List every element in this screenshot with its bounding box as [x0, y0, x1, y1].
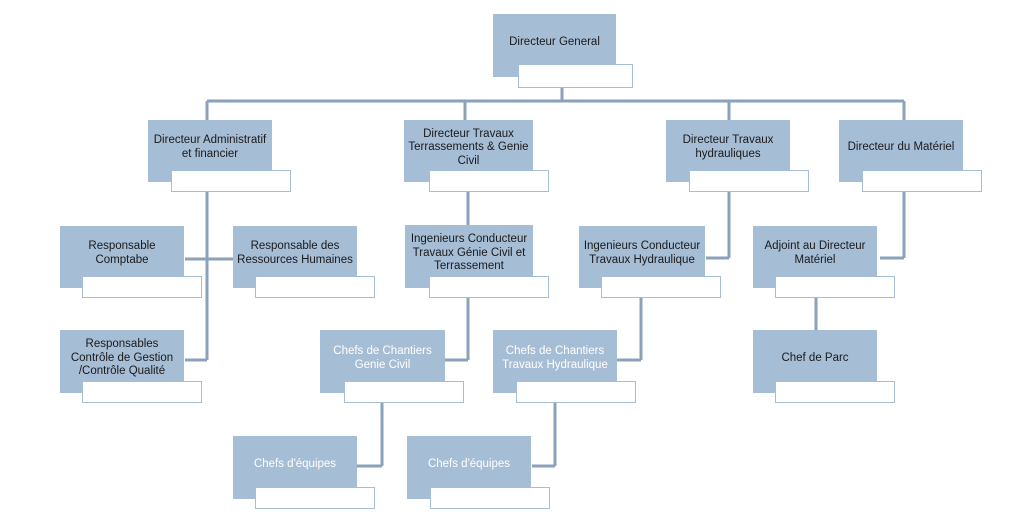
- node-ingenieurs-travaux-hydraulique: Ingenieurs Conducteur Travaux Hydrauliqu…: [579, 226, 721, 298]
- node-sub-box: [429, 170, 549, 192]
- node-sub-box: [689, 170, 809, 192]
- node-responsable-comptable: Responsable Comptabe: [60, 226, 202, 298]
- node-directeur-travaux-terrassement: Directeur Travaux Terrassements & Genie …: [404, 120, 549, 192]
- node-sub-box: [171, 170, 291, 192]
- node-chefs-equipes-hydraulique: Chefs d'équipes: [407, 436, 550, 509]
- node-directeur-administratif: Directeur Administratif et financier: [148, 120, 291, 192]
- node-sub-box: [775, 381, 895, 403]
- node-sub-box: [344, 381, 464, 403]
- node-sub-box: [255, 487, 375, 509]
- node-sub-box: [862, 170, 982, 192]
- node-responsable-rh: Responsable des Ressources Humaines: [233, 226, 375, 298]
- node-chefs-equipes-genie-civil: Chefs d'équipes: [233, 436, 375, 509]
- node-sub-box: [430, 487, 550, 509]
- node-directeur-general: Directeur General: [493, 14, 633, 88]
- node-sub-box: [82, 381, 202, 403]
- node-sub-box: [429, 276, 549, 298]
- node-sub-box: [82, 276, 202, 298]
- node-sub-box: [518, 64, 633, 88]
- node-directeur-materiel: Directeur du Matériel: [839, 120, 982, 192]
- node-sub-box: [516, 381, 636, 403]
- node-ingenieurs-travaux-genie-civil: Ingenieurs Conducteur Travaux Génie Civi…: [405, 225, 549, 298]
- node-adjoint-directeur-materiel: Adjoint au Directeur Matériel: [753, 226, 895, 298]
- node-responsables-controle: Responsables Contrôle de Gestion /Contrô…: [60, 330, 202, 403]
- node-sub-box: [775, 276, 895, 298]
- node-chefs-chantiers-genie-civil: Chefs de Chantiers Genie Civil: [320, 330, 464, 403]
- node-chef-de-parc: Chef de Parc: [753, 330, 895, 403]
- node-chefs-chantiers-hydraulique: Chefs de Chantiers Travaux Hydraulique: [493, 330, 636, 403]
- node-sub-box: [601, 276, 721, 298]
- node-directeur-travaux-hydrauliques: Directeur Travaux hydrauliques: [666, 120, 809, 192]
- node-sub-box: [255, 276, 375, 298]
